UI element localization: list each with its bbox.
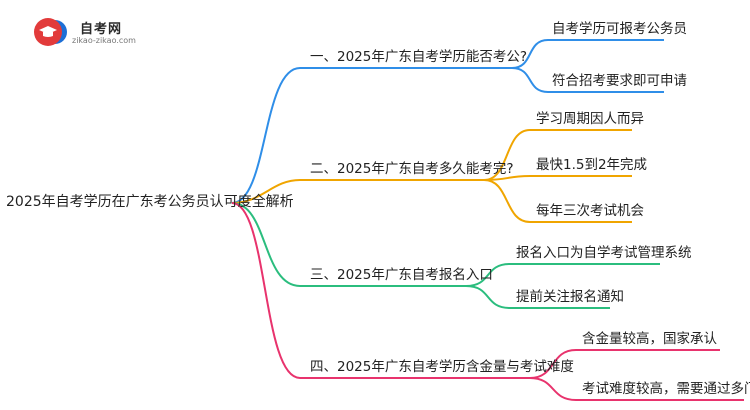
- graduation-cap-icon: [39, 26, 57, 37]
- branch-4-child-1-curve: [529, 349, 577, 379]
- root-to-branch-1-line: [231, 67, 301, 204]
- branch-4-node[interactable]: 四、2025年广东自考学历含金量与考试难度: [310, 359, 574, 375]
- branch-3-connectors: [231, 202, 660, 309]
- branch-4-child-1[interactable]: 含金量较高，国家承认: [582, 331, 717, 347]
- logo-subtitle: zikao-zikao.com: [72, 36, 136, 45]
- branch-2-child-1-curve: [483, 129, 531, 181]
- branch-3-child-1[interactable]: 报名入口为自学考试管理系统: [516, 245, 692, 261]
- branch-2-node[interactable]: 二、2025年广东自考多久能考完?: [310, 161, 514, 177]
- branch-4-connectors: [231, 202, 744, 401]
- branch-3-child-2-curve: [465, 285, 511, 309]
- branch-1-child-1-curve: [511, 39, 549, 69]
- branch-2-connectors: [231, 129, 632, 223]
- branch-2-child-1[interactable]: 学习周期因人而异: [536, 111, 644, 127]
- branch-1-child-2[interactable]: 符合招考要求即可申请: [552, 73, 687, 89]
- branch-3-child-2[interactable]: 提前关注报名通知: [516, 289, 624, 305]
- branch-3-child-1-curve: [465, 263, 511, 287]
- root-to-branch-3-line: [231, 202, 301, 287]
- root-node[interactable]: 2025年自考学历在广东考公务员认可度全解析: [6, 194, 294, 210]
- root-to-branch-4-line: [231, 202, 301, 379]
- branch-1-node[interactable]: 一、2025年广东自考学历能否考公?: [310, 49, 528, 65]
- branch-1-child-2-curve: [511, 67, 549, 93]
- branch-2-child-3-curve: [483, 179, 531, 223]
- branch-2-child-2[interactable]: 最快1.5到2年完成: [536, 157, 648, 173]
- branch-1-connectors: [231, 39, 664, 204]
- branch-1-child-1[interactable]: 自考学历可报考公务员: [552, 21, 687, 37]
- site-logo[interactable]: 自考网 zikao-zikao.com: [34, 12, 144, 54]
- branch-4-child-2[interactable]: 考试难度较高，需要通过多门课程: [582, 381, 750, 397]
- branch-3-node[interactable]: 三、2025年广东自考报名入口: [310, 267, 493, 283]
- branch-2-child-3[interactable]: 每年三次考试机会: [536, 203, 644, 219]
- logo-title: 自考网: [80, 22, 123, 37]
- branch-4-child-2-curve: [529, 377, 577, 401]
- root-to-branch-2-line: [231, 179, 301, 204]
